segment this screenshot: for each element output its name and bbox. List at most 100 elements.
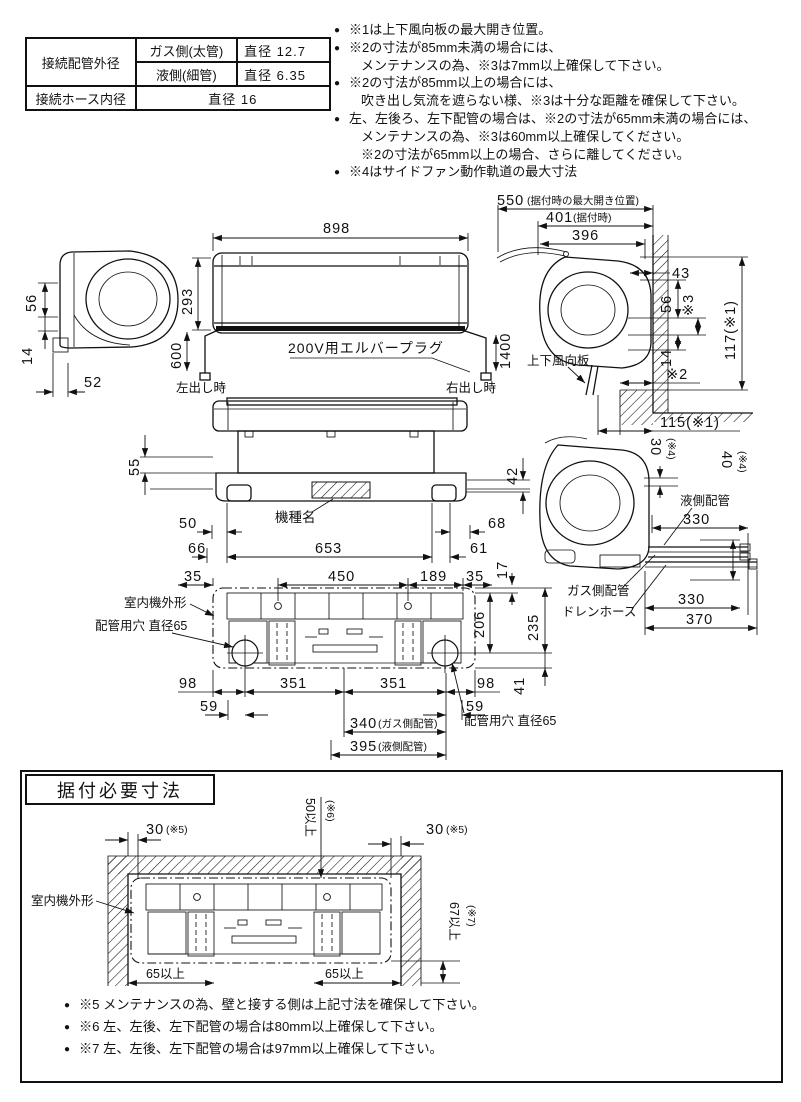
dim-17: 17 — [495, 561, 511, 579]
dim-55: 55 — [127, 458, 143, 476]
dimension-drawings: 56 14 52 898 293 — [20, 195, 758, 760]
dim-67min-note: (※7) — [465, 905, 477, 927]
note-line: ●※2の寸法が85mm未満の場合には、 — [334, 39, 562, 55]
dim-351-left: 351 — [280, 676, 307, 692]
dim-30-fan: 30 — [647, 438, 663, 456]
dim-65min-left: 65以上 — [146, 967, 185, 981]
dim-235: 235 — [526, 614, 542, 641]
dim-40-fan: 40 — [718, 451, 734, 469]
dim-30-right-note: (※5) — [446, 824, 468, 836]
dim-star2: ※2 — [666, 367, 688, 383]
pipe-side-view: 30 (※4) 40 (※4) 液側配管 ガス側配管 ドレンホース — [539, 436, 758, 635]
note-line: ●※2の寸法が65mm以上の場合、さらに離してください。 — [361, 146, 690, 162]
front-view: 898 293 600 左出し時 1400 右出し時 200V用エルバープラグ — [169, 221, 514, 395]
dim-206: 206 — [472, 611, 488, 638]
note-line: ●※5 メンテナンスの為、壁と接する側は上記寸法を確保して下さい。 — [64, 997, 485, 1012]
dim-68: 68 — [488, 516, 506, 532]
label-drain-hose: ドレンホース — [562, 605, 636, 619]
note-line: ●メンテナンスの為、※3は60mm以上確保してください。 — [361, 128, 690, 144]
dim-42: 42 — [505, 467, 521, 485]
dim-1400: 1400 — [498, 333, 514, 369]
spec-pipe-outer-label: 接続配管外径 — [25, 37, 137, 87]
install-notes: ●※5 メンテナンスの為、壁と接する側は上記寸法を確保して下さい。 ●※6 左、… — [64, 994, 485, 1060]
note-line: ●※4はサイドファン動作軌道の最大寸法 — [334, 164, 578, 180]
label-gas-pipe: ガス側配管 — [567, 583, 630, 598]
dim-395: 395 — [350, 739, 377, 755]
dim-370: 370 — [686, 612, 713, 628]
label-left-out: 左出し時 — [176, 380, 227, 395]
dim-117: 117(※1) — [723, 300, 739, 360]
install-clearance-section: 据付必要寸法 30 (※5) 30 (※5) — [20, 770, 783, 1083]
dim-293: 293 — [180, 288, 196, 315]
note-line: ●※2の寸法が85mm以上の場合には、 — [334, 75, 562, 91]
dim-50min-note: (※6) — [324, 800, 336, 822]
label-pipe-hole-right: 配管用穴 直径65 — [464, 713, 556, 728]
dim-98-right: 98 — [477, 676, 495, 692]
left-side-view: 56 14 52 — [20, 250, 179, 397]
label-unit-outline: 室内機外形 — [124, 595, 187, 610]
wall-holes-view: 35 450 189 35 17 室内機外形 配管用穴 直径65 206 235 — [95, 561, 556, 760]
dim-67min: 67以上 — [447, 902, 461, 941]
dim-41: 41 — [512, 677, 528, 695]
spec-liquid-label: 液側(細管) — [134, 61, 239, 87]
dim-450: 450 — [328, 569, 355, 585]
dim-401: 401 — [546, 210, 573, 226]
dim-401-note: (据付時) — [573, 211, 612, 224]
dim-56-wall: 56 — [659, 295, 675, 313]
dim-30-left: 30 — [146, 822, 164, 838]
dim-898: 898 — [323, 221, 350, 237]
dim-550: 550 — [497, 195, 524, 209]
spec-hose-label: 接続ホース内径 — [25, 85, 137, 111]
bottom-view: 55 42 機種名 50 68 66 653 — [127, 397, 530, 563]
dim-189: 189 — [420, 569, 447, 585]
label-model-name: 機種名 — [275, 510, 316, 525]
dim-35-left: 35 — [184, 569, 202, 585]
note-line: ●※6 左、左後、左下配管の場合は80mm以上確保して下さい。 — [64, 1019, 443, 1034]
top-notes: ●※1は上下風向板の最大開き位置。 ●※2の寸法が85mm未満の場合には、 ●メ… — [334, 22, 799, 182]
dim-59-left: 59 — [200, 699, 218, 715]
dim-330-top: 330 — [683, 512, 710, 528]
dim-396: 396 — [572, 228, 599, 244]
spec-gas-label: ガス側(太管) — [134, 37, 239, 63]
note-line: ●左、左後ろ、左下配管の場合は、※2の寸法が65mm未満の場合には、 — [334, 110, 757, 126]
dim-653: 653 — [315, 541, 342, 557]
dim-115: 115(※1) — [660, 415, 720, 431]
dim-14-left-view: 14 — [20, 347, 36, 365]
dim-59-right: 59 — [466, 699, 484, 715]
dim-340-note: (ガス側配管) — [378, 717, 438, 730]
dim-52: 52 — [84, 375, 102, 391]
dim-30-fan-note: (※4) — [665, 438, 677, 460]
note-line: ●メンテナンスの為、※3は7mm以上確保して下さい。 — [361, 57, 670, 73]
install-clearance-drawing: 30 (※5) 30 (※5) 50以上 (※6) 室内機外形 67以上 (※7… — [31, 797, 477, 987]
section-title: 据付必要寸法 — [25, 774, 215, 805]
label-right-out: 右出し時 — [446, 380, 497, 395]
dim-50: 50 — [179, 516, 197, 532]
wall-clearance-view: 550 (据付時の最大開き位置) 401 (据付時) 396 43 56 ※3 … — [496, 195, 753, 435]
dim-40-fan-note: (※4) — [736, 451, 748, 473]
dim-550-note: (据付時の最大開き位置) — [527, 195, 639, 207]
spec-hose-value: 直径 16 — [134, 85, 332, 111]
note-line: ●※1は上下風向板の最大開き位置。 — [334, 22, 552, 37]
dim-66: 66 — [188, 541, 206, 557]
label-unit-outline-install: 室内機外形 — [31, 893, 94, 908]
dim-14-wall: 14 — [659, 349, 675, 367]
pipe-spec-table: 接続配管外径 ガス側(太管) 直径 12.7 液側(細管) 直径 6.35 接続… — [25, 37, 332, 111]
dim-35-right: 35 — [466, 569, 484, 585]
dim-65min-right: 65以上 — [325, 967, 364, 981]
dim-50min: 50以上 — [303, 798, 317, 837]
spec-liquid-value: 直径 6.35 — [236, 61, 331, 87]
label-liquid-pipe: 液側配管 — [680, 493, 730, 508]
label-plug: 200V用エルバープラグ — [288, 340, 444, 356]
dim-330-bottom: 330 — [678, 592, 705, 608]
dim-star3: ※3 — [681, 294, 697, 316]
spec-gas-value: 直径 12.7 — [236, 37, 331, 63]
dim-600: 600 — [169, 342, 185, 369]
label-louver: 上下風向板 — [527, 353, 590, 368]
dim-30-left-note: (※5) — [166, 824, 188, 836]
dim-340: 340 — [350, 716, 377, 732]
dim-43: 43 — [672, 266, 690, 282]
dim-61: 61 — [470, 541, 488, 557]
note-line: ●吹き出し気流を遮らない様、※3は十分な距離を確保して下さい。 — [361, 93, 745, 109]
dim-56-left-view: 56 — [24, 294, 40, 312]
